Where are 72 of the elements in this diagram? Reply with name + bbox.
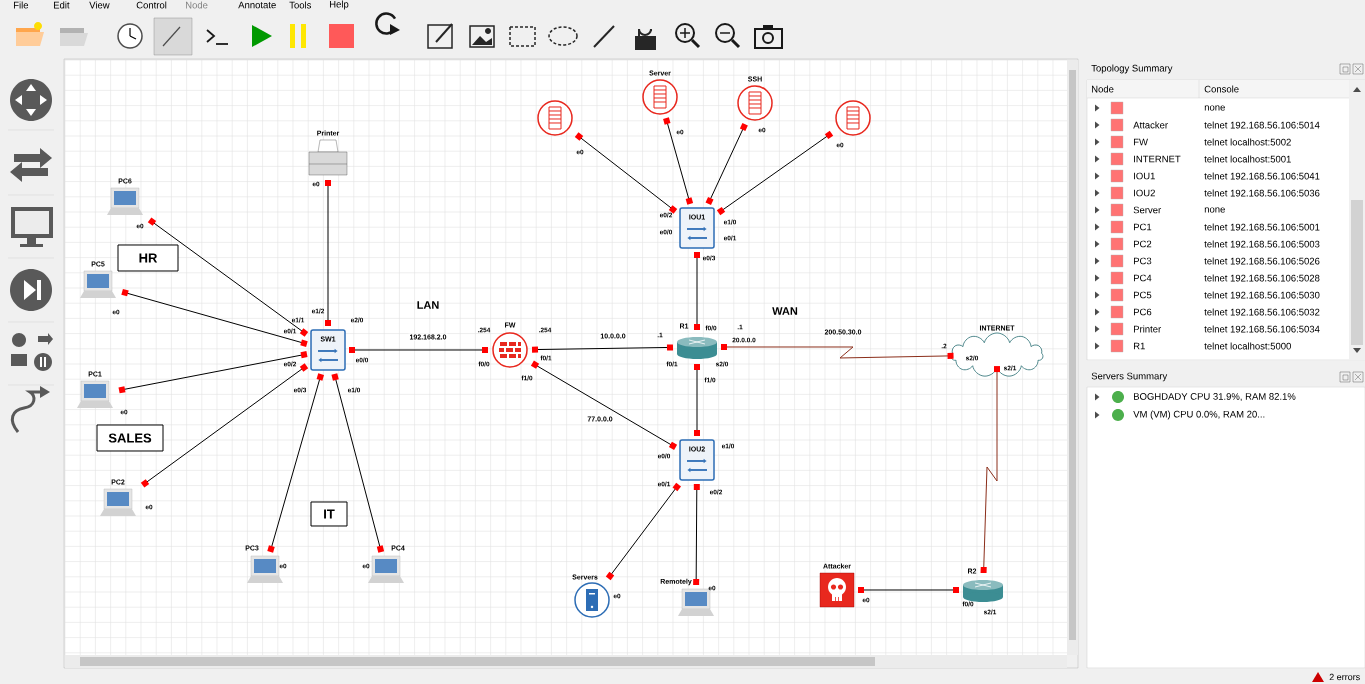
cable-link bbox=[694, 364, 700, 436]
cable-link bbox=[147, 217, 309, 337]
cable-link bbox=[349, 347, 488, 353]
table-cell: telnet 192.168.56.106:5032 bbox=[1204, 308, 1320, 316]
table-cell: Node bbox=[1092, 85, 1114, 93]
table-cell: telnet 192.168.56.106:5028 bbox=[1204, 274, 1320, 282]
text-box: SALES bbox=[96, 424, 164, 452]
menu-item: Control bbox=[136, 1, 167, 9]
menu-item: Annotate bbox=[238, 1, 276, 9]
table-cell: telnet 192.168.56.106:5030 bbox=[1204, 291, 1320, 299]
table-cell: telnet 192.168.56.106:5001 bbox=[1204, 223, 1320, 231]
table-cell: telnet 192.168.56.106:5014 bbox=[1204, 121, 1320, 129]
table-cell: Attacker bbox=[1133, 121, 1168, 129]
table-cell: telnet localhost:5000 bbox=[1204, 342, 1291, 350]
table-cell: PC1 bbox=[1134, 223, 1152, 231]
cable-link bbox=[574, 132, 678, 214]
cable-link bbox=[980, 366, 1000, 574]
cable-link bbox=[721, 344, 954, 359]
zone-label: WAN bbox=[772, 307, 798, 315]
table-cell: PC2 bbox=[1134, 240, 1152, 248]
cable-link bbox=[121, 288, 308, 347]
table-cell: Printer bbox=[1134, 325, 1162, 333]
table-cell: PC3 bbox=[1134, 257, 1152, 265]
panel-title: Servers Summary bbox=[1091, 372, 1168, 382]
cable-link bbox=[331, 373, 385, 553]
table-cell: telnet 192.168.56.106:5034 bbox=[1204, 325, 1320, 333]
status-text: 2 errors bbox=[1329, 673, 1360, 681]
cable-link bbox=[858, 587, 959, 593]
cable-link bbox=[693, 483, 700, 585]
cable-link bbox=[530, 360, 678, 450]
table-cell: PC6 bbox=[1134, 308, 1152, 316]
zone-label: LAN bbox=[417, 301, 439, 309]
panel-title: Topology Summary bbox=[1091, 64, 1173, 74]
cable-link bbox=[605, 482, 681, 581]
table-cell: telnet 192.168.56.106:5003 bbox=[1204, 240, 1320, 248]
text-box: HR bbox=[117, 244, 179, 272]
server-node bbox=[835, 100, 871, 136]
server-status: VM (VM) CPU 0.0%, RAM 20... bbox=[1133, 410, 1265, 420]
cable-link bbox=[325, 180, 331, 326]
table-cell: telnet localhost:5002 bbox=[1204, 138, 1291, 146]
cable-link bbox=[118, 351, 308, 394]
cable-link bbox=[531, 344, 674, 353]
table-cell: Server bbox=[1133, 206, 1162, 214]
menu-item: Help bbox=[330, 0, 349, 10]
table-cell: PC5 bbox=[1134, 291, 1152, 299]
table-cell: INTERNET bbox=[1134, 155, 1181, 163]
table-cell: none bbox=[1204, 207, 1225, 213]
menu-item: Edit bbox=[54, 1, 70, 9]
text-box: IT bbox=[310, 501, 348, 527]
menu-item: File bbox=[14, 1, 29, 9]
table-cell: R1 bbox=[1134, 342, 1145, 350]
menu-item: View bbox=[89, 1, 110, 9]
menu-item: Tools bbox=[289, 1, 312, 9]
menu-item: Node bbox=[186, 1, 208, 9]
table-cell: FW bbox=[1134, 138, 1148, 146]
table-cell: telnet 192.168.56.106:5041 bbox=[1204, 172, 1320, 180]
cable-link bbox=[694, 252, 700, 330]
cable-link bbox=[663, 117, 694, 205]
table-cell: Console bbox=[1204, 85, 1239, 93]
table-cell: IOU1 bbox=[1134, 172, 1155, 180]
cable-link bbox=[140, 363, 309, 488]
table-cell: PC4 bbox=[1134, 274, 1152, 282]
table-cell: telnet 192.168.56.106:5026 bbox=[1204, 257, 1320, 265]
cable-link bbox=[705, 123, 748, 205]
table-cell: none bbox=[1204, 105, 1225, 111]
table-cell: telnet localhost:5001 bbox=[1204, 155, 1291, 163]
table-cell: IOU2 bbox=[1134, 189, 1155, 197]
server-status: BOGHDADY CPU 31.9%, RAM 82.1% bbox=[1134, 393, 1296, 401]
cable-link bbox=[716, 130, 834, 216]
table-cell: telnet 192.168.56.106:5036 bbox=[1204, 189, 1320, 197]
cable-link bbox=[267, 373, 324, 553]
server-node bbox=[537, 100, 573, 136]
